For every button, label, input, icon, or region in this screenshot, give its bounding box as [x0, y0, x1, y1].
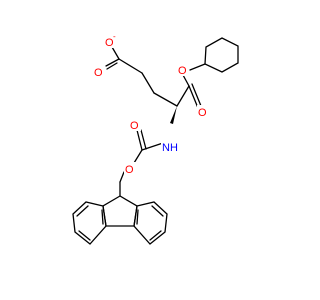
bond-ester-c-double-o	[188, 85, 199, 109]
label-bg-ester-o	[177, 63, 189, 76]
structure-canvas: O - O O O NH O O	[72, 32, 239, 245]
bond-carbamate-c-double-o-2	[140, 129, 147, 150]
molecule-diagram: O - O O O NH O O	[72, 32, 239, 245]
bond-o-cyclohexyl	[189, 63, 206, 71]
label-bg-carboxylate-o	[104, 35, 116, 48]
bonds	[72, 37, 239, 245]
fluorene-five-ring	[102, 195, 138, 227]
right-benzene-double-2	[149, 230, 162, 241]
carboxylate-charge-label: -	[113, 32, 116, 41]
label-bg-carbamate-o	[129, 118, 141, 131]
bond-ccarbamate-o	[133, 149, 143, 164]
label-bg-ester-carbonyl-o	[197, 105, 209, 118]
left-benzene-double-1	[76, 205, 89, 217]
label-bg-amide-n	[161, 140, 181, 153]
right-benzene-double-3	[136, 209, 139, 225]
carbamate-carbonyl-oxygen-label: O	[130, 120, 139, 132]
bond-carbamate-c-double-o	[136, 129, 143, 151]
bond-c2-c3	[141, 72, 155, 94]
bond-c1-c2	[118, 58, 143, 74]
bond-acid-c-double-o	[105, 58, 120, 67]
label-bg-carbamate-ester-o	[124, 162, 136, 175]
atom-labels: O - O O O NH O O	[93, 32, 209, 176]
left-benzene-double-3	[101, 209, 104, 225]
acid-carbonyl-oxygen-label: O	[94, 67, 103, 79]
ester-oxygen-label: O	[178, 65, 187, 77]
bond-ester-c-double-o-2	[191, 83, 202, 107]
bond-acid-c-double-o-2	[106, 62, 118, 70]
carbamate-ester-oxygen-label: O	[125, 164, 134, 176]
amide-nitrogen-label: NH	[162, 142, 178, 154]
bond-calpha-n-wedge	[170, 106, 177, 124]
bond-c3-calpha	[153, 92, 178, 107]
carboxylate-oxygen-label: O	[105, 37, 114, 49]
fluorene-right-benzene	[133, 201, 168, 245]
right-benzene-double-1	[151, 205, 164, 217]
label-bg-acid-o	[93, 65, 105, 78]
bond-cester-o	[182, 74, 190, 87]
bond-calpha-cester	[176, 85, 190, 107]
ester-carbonyl-oxygen-label: O	[198, 107, 207, 119]
bond-co-minus	[111, 46, 120, 60]
left-benzene-double-2	[78, 230, 91, 241]
fluorene-left-benzene	[72, 201, 107, 245]
bond-o-ch2	[119, 171, 125, 183]
cyclohexane-ring	[204, 37, 239, 73]
